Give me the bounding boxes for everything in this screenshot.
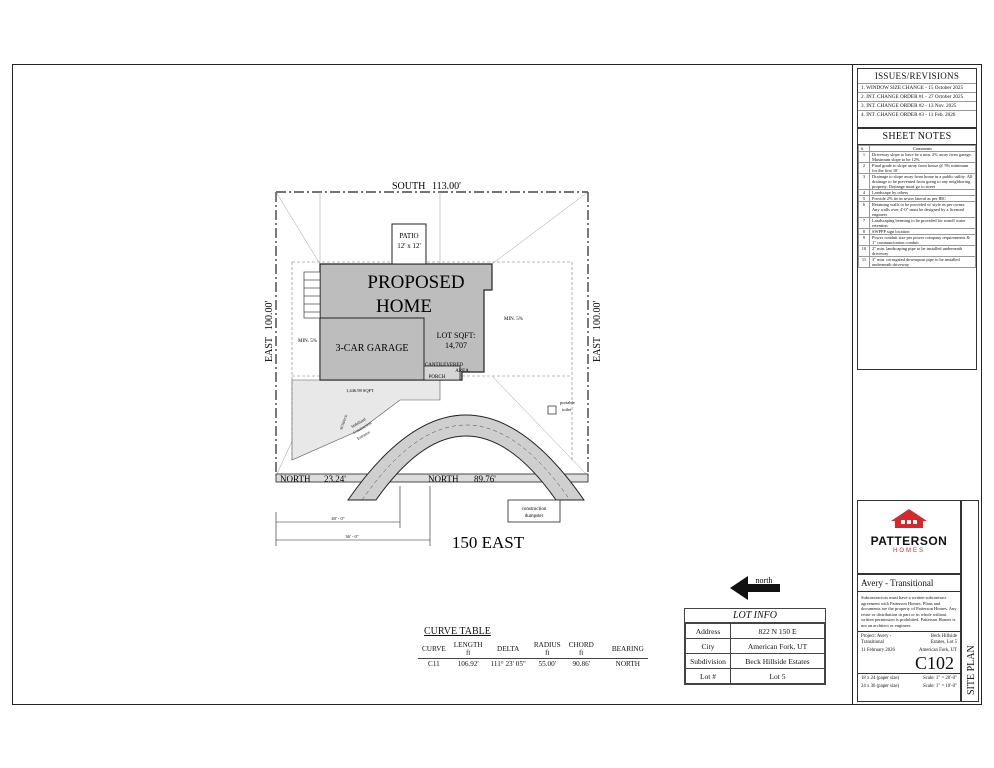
south-dim: 113.00' (432, 181, 461, 192)
toilet-label-2: toilet (562, 407, 572, 412)
east-label-left: EAST (264, 337, 275, 362)
table-row: C11 106.92' 111° 23' 05" 55.00' 90.86' N… (418, 658, 648, 669)
porch-footprint (423, 365, 461, 381)
curve-col-bearing: BEARING (597, 640, 648, 659)
south-label: SOUTH (392, 181, 425, 192)
sheet-notes-title: SHEET NOTES (858, 129, 976, 145)
min-slope-right: MIN. 5% (504, 317, 523, 322)
house-logo-icon (891, 509, 927, 528)
east-dim-left: 100.00' (264, 301, 275, 331)
project-city: American Fork, UT (919, 648, 957, 653)
setback-label: SETBACK (339, 414, 348, 431)
side-stairs (303, 271, 321, 319)
portable-toilet-icon (547, 405, 557, 415)
garage-footprint (319, 317, 425, 381)
east-dim-right: 100.00' (592, 301, 603, 331)
lot-sqft-label: LOT SQFT: (437, 331, 476, 340)
dumpster-box (507, 499, 561, 523)
project-title: Avery - Transitional (858, 575, 960, 592)
revisions-title: ISSUES/REVISIONS (874, 71, 960, 81)
site-plan-drawing: SOUTH 113.00' EAST 100.00' EAST 100.00' … (264, 181, 780, 600)
porch-label: PORCH (429, 375, 446, 380)
north-dim-1: 23.24' (324, 474, 346, 484)
lot-boundary (275, 191, 589, 476)
street-label: 150 EAST (452, 533, 525, 552)
scale-row-1: 18 x 24 (paper size)Scale: 1" = 20'-0" (861, 676, 957, 681)
garage-label: 3-CAR GARAGE (335, 343, 408, 354)
dim-b-label: 36' - 0" (345, 534, 358, 539)
project-date: 11 February 2026 (861, 648, 895, 653)
curve-col-delta: DELTA (486, 640, 530, 659)
list-item: 3. INT. CHANGE ORDER #2 - 13 Nov. 2025 (858, 101, 976, 110)
min-slope-left: MIN. 5% (298, 339, 317, 344)
scale-row-2: 24 x 36 (paper size)Scale: 1" = 10'-0" (861, 684, 957, 689)
dimension-lines (275, 486, 431, 546)
sheet-number: C102 (858, 653, 960, 674)
small-sqft-label: 1,446.98 SQFT (346, 388, 374, 394)
table-row: Lot #Lot 5 (685, 668, 825, 684)
lot-info-title: LOT INFO (685, 609, 825, 623)
north-dim-2: 89.76' (474, 474, 496, 484)
list-item: 2. INT. CHANGE ORDER #1 - 27 October 202… (858, 92, 976, 101)
project-info-box: Avery - Transitional Subcontractors must… (857, 574, 961, 702)
entrance-label-3: Entrance (356, 429, 371, 441)
patio-footprint (391, 223, 427, 265)
north-boundary-strip (275, 473, 589, 483)
logo-box: PATTERSON HOMES (857, 500, 961, 574)
curve-col-curve: CURVE (418, 640, 450, 659)
dumpster-label-1: construction (522, 507, 547, 512)
dumpster-label-2: dumpster (525, 514, 544, 519)
cantilevered-label-1: CANTILEVERED (425, 363, 463, 368)
north-arrow-icon (730, 576, 780, 600)
logo-sub: HOMES (892, 548, 925, 554)
logo-name: PATTERSON (870, 534, 948, 548)
north-label-2: NORTH (428, 474, 459, 484)
home-label-2: HOME (376, 296, 432, 317)
title-block: ISSUES/REVISIONS 1. WINDOW SIZE CHANGE -… (852, 64, 982, 705)
lot-sqft-value: 14,707 (445, 341, 467, 350)
curve-table-title: CURVE TABLE (424, 626, 491, 637)
curved-driveway (347, 414, 585, 501)
home-label-1: PROPOSED (367, 272, 464, 293)
toilet-label-1: portable (560, 400, 575, 405)
sheet-border (12, 64, 982, 705)
revisions-box: ISSUES/REVISIONS 1. WINDOW SIZE CHANGE -… (857, 68, 977, 128)
sheet-title: SITE PLAN (966, 645, 977, 695)
patio-label: PATIO (399, 232, 418, 240)
cantilevered-label-2: AREA (455, 369, 469, 374)
north-label-1: NORTH (280, 474, 311, 484)
project-disclaimer: Subcontractors must have a written subco… (858, 592, 960, 632)
list-item: 4. INT. CHANGE ORDER #3 - 11 Feb. 2026 (858, 110, 976, 119)
project-date-row: 11 February 2026 American Fork, UT (858, 648, 960, 653)
east-label-right: EAST (592, 337, 603, 362)
project-details: Project: Avery -Transitional Beck Hillsi… (861, 634, 957, 645)
list-item: 1. WINDOW SIZE CHANGE - 15 October 2025 (858, 83, 976, 92)
dim-a-label: 40' - 0" (331, 516, 344, 521)
sheet-title-strip: SITE PLAN (961, 500, 979, 702)
north-arrow-label: north (756, 576, 773, 585)
patio-dim: 12' x 12' (397, 242, 421, 250)
